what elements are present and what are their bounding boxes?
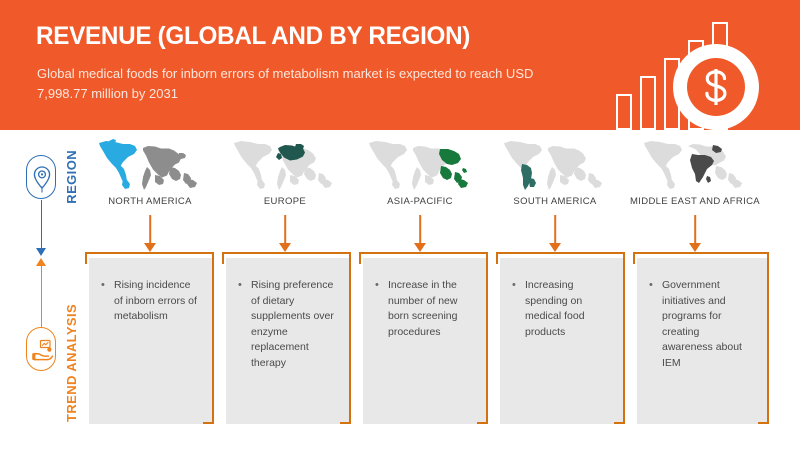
trend-label: Increasing spending on medical food prod… (525, 279, 585, 338)
trend-box-asia-pacific: • Increase in the number of new born scr… (359, 252, 492, 424)
arrow-down-icon (355, 215, 485, 253)
trend-text: • Increase in the number of new born scr… (375, 278, 472, 340)
region-label: ASIA-PACIFIC (387, 196, 453, 207)
region-column-south-america: SOUTH AMERICA (490, 138, 620, 253)
bullet-icon: • (649, 279, 653, 291)
region-column-europe: EUROPE (220, 138, 350, 253)
region-column-middle-east-africa: MIDDLE EAST AND AFRICA (630, 138, 760, 253)
world-map-south-america-icon (500, 138, 610, 190)
highlighted-region-apac (439, 149, 468, 188)
hand-holding-chart-icon (32, 339, 54, 361)
region-label: SOUTH AMERICA (513, 196, 597, 207)
trend-box-south-america: • Increasing spending on medical food pr… (496, 252, 629, 424)
bullet-icon: • (238, 279, 242, 291)
trend-label: Rising incidence of inborn errors of met… (114, 279, 197, 322)
trend-box-europe: • Rising preference of dietary supplemen… (222, 252, 355, 424)
region-arrow-down-icon (36, 248, 46, 256)
bullet-icon: • (101, 279, 105, 291)
arrow-down-icon (630, 215, 760, 253)
trend-text: • Increasing spending on medical food pr… (512, 278, 609, 340)
trend-arrow-up-icon (36, 258, 46, 266)
region-label: MIDDLE EAST AND AFRICA (630, 196, 760, 207)
highlighted-region-sa (521, 164, 536, 190)
trend-label: Government initiatives and programs for … (662, 279, 742, 369)
arrow-down-icon (490, 215, 620, 253)
region-rail-label: REGION (64, 150, 79, 204)
highlighted-region-mea (690, 145, 722, 183)
arrow-down-icon (220, 215, 350, 253)
highlighted-region-eu (276, 144, 305, 161)
trend-badge (26, 327, 56, 371)
trend-label: Rising preference of dietary supplements… (251, 279, 334, 369)
bullet-icon: • (512, 279, 516, 291)
bullet-icon: • (375, 279, 379, 291)
trend-label: Increase in the number of new born scree… (388, 279, 458, 338)
trend-text: • Government initiatives and programs fo… (649, 278, 753, 371)
region-column-asia-pacific: ASIA-PACIFIC (355, 138, 485, 253)
region-label: EUROPE (263, 196, 307, 207)
bar-chart-dollar-icon (608, 2, 800, 130)
page-title: REVENUE (GLOBAL AND BY REGION) (36, 22, 471, 50)
trend-connector-line (40, 265, 42, 327)
world-map-middle-east-africa-icon (640, 138, 750, 190)
left-rail: REGION TREND ANALYSIS (18, 140, 84, 430)
location-pin-icon (33, 166, 51, 193)
world-map-asia-pacific-icon (365, 138, 475, 190)
arrow-down-icon (85, 215, 215, 253)
trend-rail-label: TREND ANALYSIS (64, 303, 79, 422)
world-map-north-america-icon (95, 138, 205, 190)
world-map-europe-icon (230, 138, 340, 190)
trend-box-middle-east-africa: • Government initiatives and programs fo… (633, 252, 773, 424)
region-label: NORTH AMERICA (108, 196, 192, 207)
highlighted-region-na (99, 139, 137, 189)
region-badge (26, 155, 56, 199)
header-subtitle: Global medical foods for inborn errors o… (37, 66, 534, 101)
trend-text: • Rising incidence of inborn errors of m… (101, 278, 198, 325)
trend-box-north-america: • Rising incidence of inborn errors of m… (85, 252, 218, 424)
region-connector-line (40, 200, 42, 250)
region-column-north-america: NORTH AMERICA (85, 138, 215, 253)
header-banner: REVENUE (GLOBAL AND BY REGION) Global me… (0, 0, 800, 130)
trend-text: • Rising preference of dietary supplemen… (238, 278, 335, 371)
